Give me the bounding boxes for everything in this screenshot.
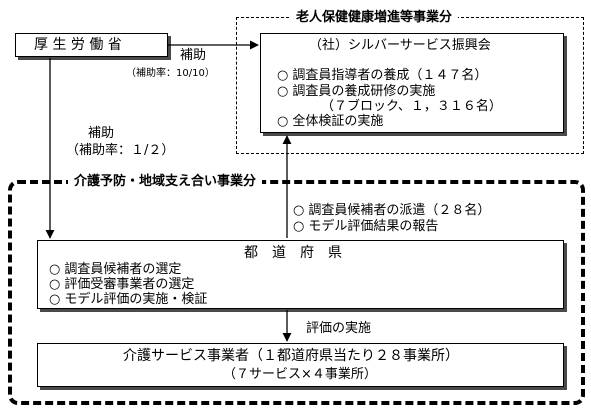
prefecture-item-1-text: 調査員候補者の選定 — [64, 262, 182, 277]
subsidy-right-rate: （補助率：10/10） — [126, 68, 215, 79]
silver-item-1-text: 調査員指導者の養成（１４７名） — [292, 68, 488, 83]
dispatch-item-2: ○モデル評価結果の報告 — [293, 219, 438, 234]
prefecture-title: 都 道 府 県 — [244, 245, 342, 261]
silver-item-3-text: （７ブロック、１，３１６名） — [321, 99, 502, 114]
silver-item-1: ○調査員指導者の養成（１４７名） — [277, 68, 487, 83]
silver-item-4: ○全体検証の実施 — [277, 114, 383, 129]
bullet-icon: ○ — [49, 292, 61, 307]
provider-line-1: 介護サービス事業者（１都道府県当たり２８事業所） — [123, 348, 459, 364]
bullet-icon: ○ — [293, 203, 305, 218]
prefecture-item-1: ○調査員候補者の選定 — [49, 262, 181, 277]
dispatch-item-1: ○調査員候補者の派遣（２８名） — [293, 203, 490, 218]
bullet-icon: ○ — [277, 68, 289, 83]
provider-box: 介護サービス事業者（１都道府県当たり２８事業所） （７サービス×４事業所） — [37, 343, 564, 387]
subsidy-down-label: 補助 — [88, 126, 115, 141]
prefecture-item-2-text: 評価受審事業者の選定 — [64, 277, 195, 292]
dispatch-item-1-text: 調査員候補者の派遣（２８名） — [308, 203, 491, 218]
bullet-icon: ○ — [277, 84, 289, 99]
prefecture-item-3: ○モデル評価の実施・検証 — [49, 292, 207, 307]
elderly-health-region-title: 老人保健健康増進等事業分 — [290, 10, 459, 25]
care-prevention-region — [8, 180, 585, 405]
prefecture-item-3-text: モデル評価の実施・検証 — [64, 292, 208, 307]
care-prevention-region-title: 介護予防・地域支え合い事業分 — [68, 174, 263, 189]
provider-line-2: （７サービス×４事業所） — [223, 367, 377, 382]
bullet-icon: ○ — [49, 277, 61, 292]
silver-item-3: （７ブロック、１，３１６名） — [321, 99, 502, 114]
silver-item-2: ○調査員の養成研修の実施 — [277, 84, 435, 99]
subsidy-down-rate: （補助率：１/２） — [66, 143, 175, 158]
silver-association-title: （社）シルバーサービス振興会 — [309, 38, 491, 53]
prefecture-box: 都 道 府 県 ○調査員候補者の選定 ○評価受審事業者の選定 ○モデル評価の実施… — [37, 240, 564, 309]
silver-item-4-text: 全体検証の実施 — [292, 114, 384, 129]
silver-item-2-text: 調査員の養成研修の実施 — [292, 84, 436, 99]
evaluation-label: 評価の実施 — [306, 321, 372, 336]
subsidy-right-label: 補助 — [180, 48, 207, 63]
bullet-icon: ○ — [277, 114, 289, 129]
dispatch-item-2-text: モデル評価結果の報告 — [308, 219, 439, 234]
bullet-icon: ○ — [293, 219, 305, 234]
bullet-icon: ○ — [49, 262, 61, 277]
mhlw-box: 厚 生 労 働 省 — [15, 33, 168, 57]
silver-association-box: （社）シルバーサービス振興会 ○調査員指導者の養成（１４７名） ○調査員の養成研… — [260, 33, 564, 133]
prefecture-item-2: ○評価受審事業者の選定 — [49, 277, 194, 292]
mhlw-label: 厚 生 労 働 省 — [34, 37, 122, 53]
